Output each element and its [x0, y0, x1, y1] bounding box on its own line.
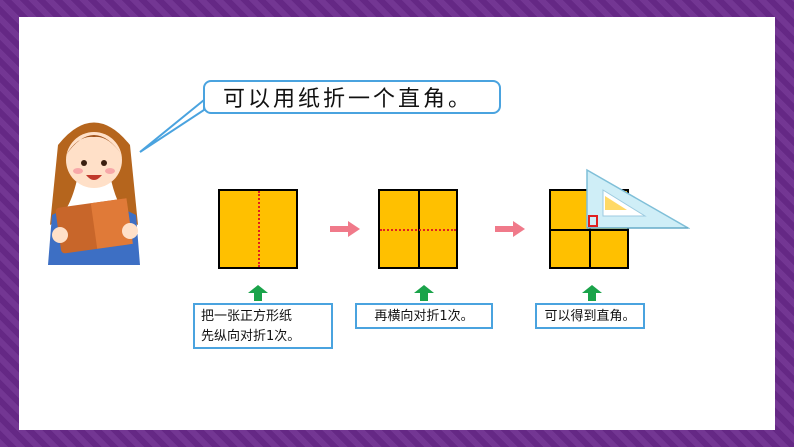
caption-step-3: 可以得到直角。 [535, 303, 645, 329]
paper-square-step-2 [378, 189, 458, 269]
caption-step-2: 再横向对折1次。 [355, 303, 493, 329]
horizontal-fold-line [380, 229, 456, 231]
caption-line: 可以得到直角。 [544, 309, 636, 324]
caption-line: 先纵向对折1次。 [201, 329, 301, 344]
up-arrow-icon [248, 285, 268, 301]
set-square-icon [586, 168, 690, 229]
caption-step-1: 把一张正方形纸 先纵向对折1次。 [193, 303, 333, 349]
up-arrow-icon [414, 285, 434, 301]
caption-line: 把一张正方形纸 [201, 309, 293, 324]
horizontal-crease [551, 229, 627, 231]
speech-bubble: 可以用纸折一个直角。 [203, 80, 501, 114]
vertical-fold-line [258, 191, 260, 267]
up-arrow-icon [582, 285, 602, 301]
paper-square-step-1 [218, 189, 298, 269]
right-arrow-icon [330, 221, 360, 237]
right-arrow-icon [495, 221, 525, 237]
speech-text: 可以用纸折一个直角。 [223, 87, 474, 112]
girl-reading-illustration [48, 122, 140, 265]
caption-line: 再横向对折1次。 [374, 309, 474, 324]
